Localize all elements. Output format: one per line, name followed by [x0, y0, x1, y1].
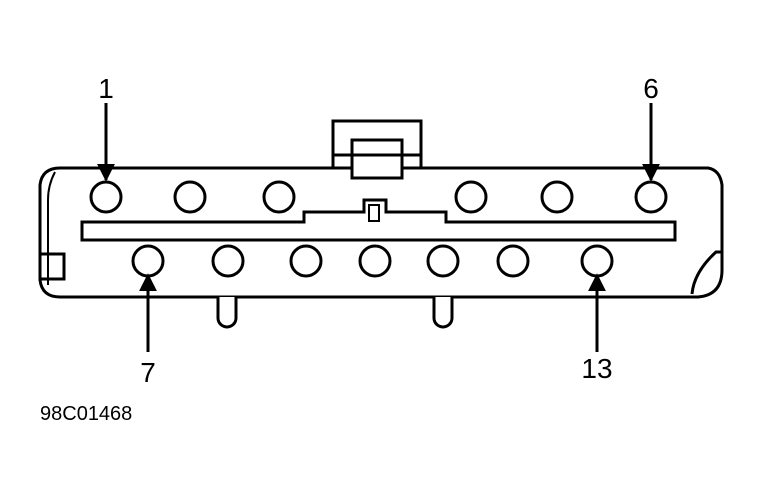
pin-cavity-6 — [634, 180, 668, 214]
pin-cavity-7 — [131, 244, 165, 278]
divider-key-slot — [368, 204, 380, 222]
pin-cavity-2 — [173, 180, 207, 214]
latch-inner — [350, 138, 404, 180]
pin-cavity-11 — [426, 244, 460, 278]
pin-cavity-8 — [211, 244, 245, 278]
left-key-notch — [38, 252, 66, 281]
pin-cavities — [89, 180, 668, 278]
locating-peg-right — [432, 297, 454, 329]
pin-cavity-5 — [540, 180, 574, 214]
pin-cavity-12 — [496, 244, 530, 278]
connector-body — [38, 166, 724, 299]
connector-right-bevel — [690, 250, 721, 295]
figure-code: 98C01468 — [40, 403, 132, 425]
pin-cavity-10 — [358, 244, 392, 278]
locating-peg-left — [216, 297, 238, 329]
pin-1-label: 1 — [98, 73, 114, 104]
pin-7-label: 7 — [140, 357, 156, 388]
pin-cavity-13 — [580, 244, 614, 278]
pin-13-label: 13 — [581, 353, 612, 384]
pin-6-label: 6 — [643, 73, 659, 104]
pin-cavity-1 — [89, 180, 123, 214]
pin-cavity-9 — [289, 244, 323, 278]
pin-cavity-4 — [454, 180, 488, 214]
connector-body-inner-edge — [47, 171, 56, 285]
pin-cavity-3 — [262, 180, 296, 214]
